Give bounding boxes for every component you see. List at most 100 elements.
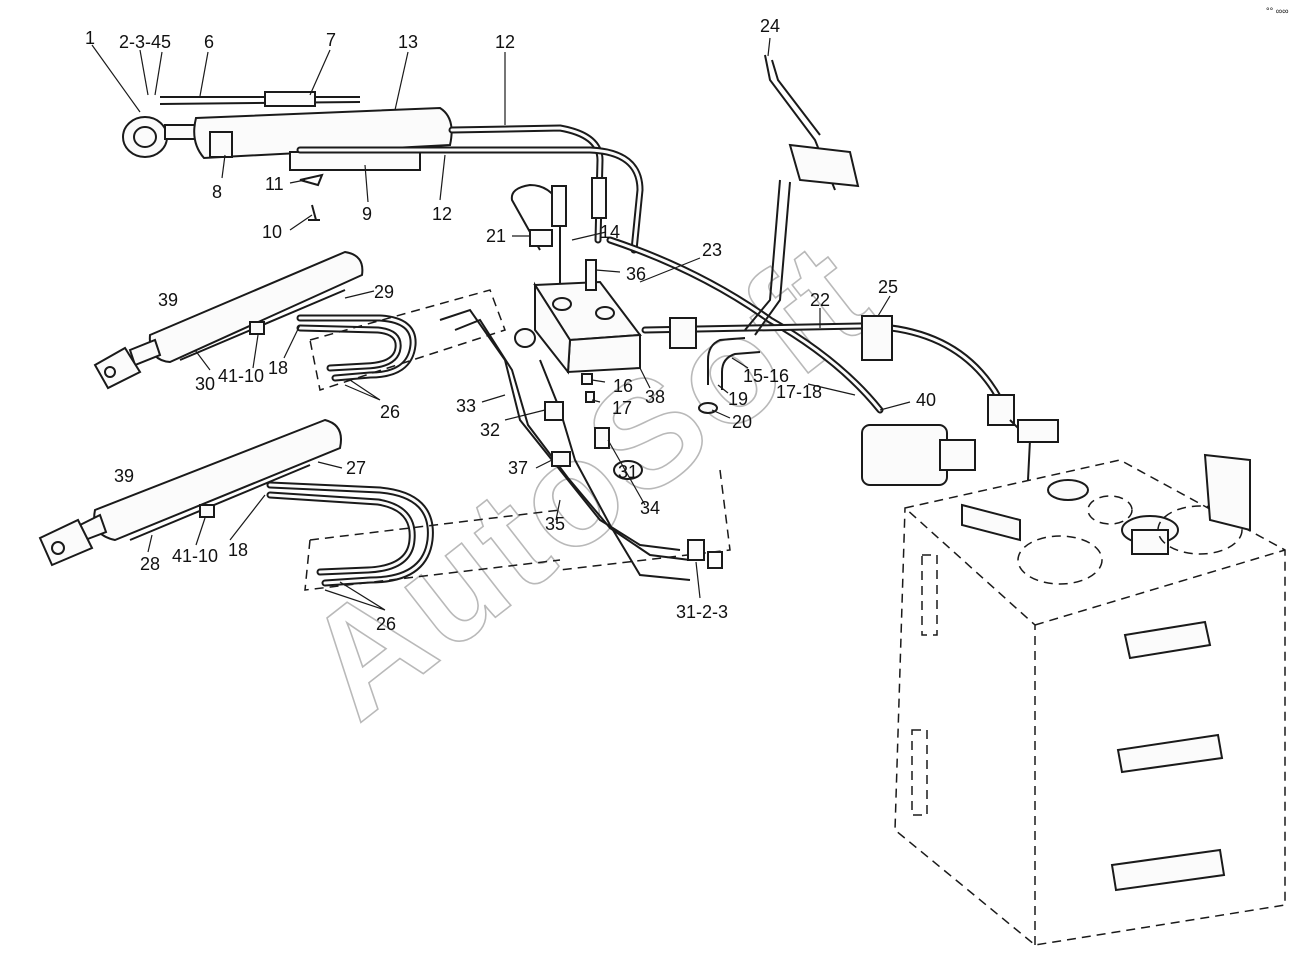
tank-strap-b [911,729,928,816]
pedal-plate [788,143,860,188]
hose-part-12-upper-inner [450,126,602,242]
callout-41-10-upper: 41-10 [218,366,264,386]
tank-bracket-right [1203,453,1251,532]
plug-part-17 [585,391,595,403]
callout-11: 11 [265,174,284,194]
cylinder-body-part-13 [193,106,453,160]
tank-strap-a [921,554,938,636]
tank-filler-neck [1131,529,1169,555]
callout-18-lower: 18 [228,540,248,560]
pump-body [861,424,948,486]
callout-21: 21 [486,226,506,246]
callout-12-mid: 12 [432,204,452,224]
callout-41-10-lower: 41-10 [172,546,218,566]
port-left [514,328,536,348]
callout-27: 27 [346,458,366,478]
clevis-hole-lower [51,541,65,555]
callout-12-top: 12 [495,32,515,52]
fitting-part-32 [544,401,564,421]
tube-part-33-b [454,318,691,561]
hydraulic-tank [894,453,1286,946]
callout-18-upper: 18 [268,358,288,378]
tube-part-27 [129,464,311,541]
valve-port-b [595,306,615,320]
callout-26-lower: 26 [376,614,396,634]
bracket-part-25 [861,315,893,361]
tank-top-edge [1034,549,1286,626]
hose-routing-upper [309,289,506,391]
fitting-part-31 [613,460,643,480]
pedal-assembly [744,54,860,336]
callout-29: 29 [374,282,394,302]
fitting-part-14 [551,185,567,227]
pedal-link [744,179,781,331]
callout-10: 10 [262,222,282,242]
callout-15-16: 15-16 [743,366,789,386]
hose-part-12-lower-inner [298,148,642,252]
callout-35: 35 [545,514,565,534]
hose-pair-26-upper-a-inner [298,316,415,380]
valve-port-a [552,297,572,311]
callout-26-upper: 26 [380,402,400,422]
fitting-part-37 [551,451,571,467]
valve-part-9 [289,151,421,171]
fitting-part-31-2-3-b [707,551,723,569]
callout-13: 13 [398,32,418,52]
tank-edge [904,507,1036,945]
control-valve-block [514,229,642,403]
fitting-part-16 [581,373,593,385]
bracket-part-7 [264,91,316,107]
clevis-hole-upper [104,366,116,378]
pedal-rod-24-b [771,59,821,136]
callout-14: 14 [600,222,620,242]
cylinder-clevis-upper [93,346,142,390]
callout-1: 1 [85,28,95,48]
pump-fitting [1017,419,1059,443]
lever-part-36 [585,259,597,291]
clamp-part-21 [529,229,553,247]
pedal-link-b [754,181,791,336]
callout-30: 30 [195,374,215,394]
tank-port-c [1087,495,1133,525]
callout-23: 23 [702,240,722,260]
tank-port-a [1017,535,1103,585]
block-part-8 [209,131,233,158]
callout-6: 6 [204,32,214,52]
tube-part-33 [439,308,681,551]
fitting-part-11 [299,173,324,187]
lower-side-cylinder [38,418,342,567]
callout-33: 33 [456,396,476,416]
callout-37: 37 [508,458,528,478]
tank-handle-3 [1110,848,1226,892]
fitting-part-14b [591,177,607,219]
pump-part-40 [861,419,1059,486]
tank-handle-1 [1123,620,1212,660]
tank-bracket-left [961,503,1021,542]
callout-31: 31 [618,462,638,482]
callout-31-2-3: 31-2-3 [676,602,728,622]
callout-22: 22 [810,290,830,310]
callout-2-3-45: 2-3-45 [119,32,171,52]
callout-38: 38 [645,387,665,407]
hose-pair-26-upper-b-inner [298,326,400,370]
fitting-part-34 [594,427,610,449]
callout-19: 19 [728,389,748,409]
callout-7: 7 [326,30,336,50]
hose-pair-26-lower-b-inner [268,493,414,574]
callout-39-lower: 39 [114,466,134,486]
callout-39-upper: 39 [158,290,178,310]
valve-block-front [566,333,641,374]
valve-block-side [534,281,572,375]
elbow-pipe-part-19 [707,337,761,390]
callout-16: 16 [613,376,633,396]
pin-part-10 [308,204,320,221]
callout-40: 40 [916,390,936,410]
callout-labels: 1 2-3-45 6 7 13 12 24 8 11 9 12 10 21 14… [85,16,936,634]
tank-outline [894,459,1286,946]
distribution-tubes [439,308,723,581]
tank-port-b [1157,505,1243,555]
rod-part-6-b [159,101,361,105]
clamp-part-41-lower [199,504,215,518]
fitting-part-31-2-3 [687,539,705,561]
